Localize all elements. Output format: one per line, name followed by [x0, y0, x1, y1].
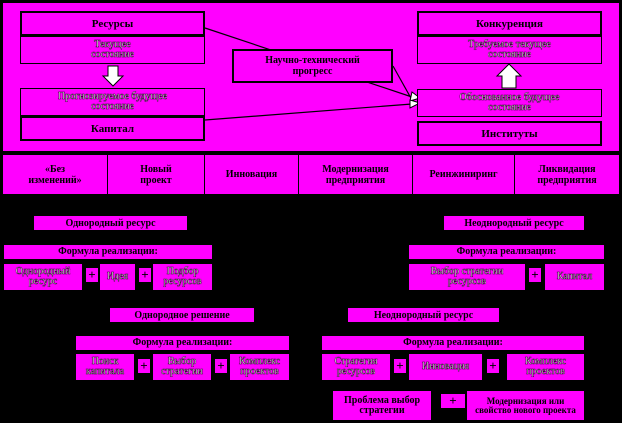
- required-state-box: Требуемое текущее состояние: [417, 36, 602, 64]
- plus-icon: +: [137, 358, 151, 374]
- right2-item-modernization: Модернизация или свойство нового проекта: [466, 390, 585, 421]
- right2-item-strategy-problem: Проблема выбор стратегии: [332, 390, 432, 421]
- plus-icon: +: [138, 267, 152, 283]
- right2-item-resource-strategy: Стратегия ресурсов: [321, 353, 391, 381]
- capital-box: Капитал: [20, 116, 205, 141]
- progress-box: Научно-технический прогресс: [232, 49, 393, 83]
- justified-state-box: Обоснованное будущее состояние: [417, 89, 602, 117]
- plus-icon: +: [440, 393, 466, 409]
- connector-arrows: [101, 27, 523, 121]
- strip-no-change: «Без изменений»: [2, 154, 108, 195]
- left2-item-capital-search: Поиск капитала: [75, 353, 135, 381]
- strip-liquidation: Ликвидация предприятия: [514, 154, 620, 195]
- strip-new-project: Новый проект: [107, 154, 205, 195]
- resources-box: Ресурсы: [20, 11, 205, 36]
- strip-innovation: Инновация: [204, 154, 299, 195]
- left2-item-project-complex: Комплекс проектов: [229, 353, 290, 381]
- institutions-box: Институты: [417, 121, 602, 146]
- left1-item-resource-selection: Подбор ресурсов: [152, 263, 213, 291]
- plus-icon: +: [486, 358, 500, 374]
- plus-icon: +: [393, 358, 407, 374]
- right1-formula-header: Формула реализации:: [408, 244, 605, 260]
- plus-icon: +: [85, 267, 99, 283]
- right1-item-capital: Капитал: [544, 263, 605, 291]
- left1-item-idea: Идея: [99, 263, 136, 291]
- left1-item-homogeneous-resource: Однородный ресурс: [3, 263, 83, 291]
- forecast-state-box: Прогнозируемое будущее состояние: [20, 88, 205, 116]
- strip-modernization: Модернизация предприятия: [298, 154, 413, 195]
- right2-item-innovation: Инновация: [408, 353, 483, 381]
- heterogeneous-resource-label: Неоднородный ресурс: [442, 214, 586, 232]
- strip-reengineering: Реинжиниринг: [412, 154, 515, 195]
- right1-item-strategy: Выбор стратегии ресурсов: [408, 263, 526, 291]
- left1-formula-header: Формула реализации:: [3, 244, 213, 260]
- homogeneous-solution-label: Однородное решение: [108, 306, 256, 324]
- left2-formula-header: Формула реализации:: [75, 335, 290, 351]
- plus-icon: +: [528, 267, 542, 283]
- right2-item-project-complex: Комплекс проектов: [506, 353, 585, 381]
- homogeneous-resource-label: Однородный ресурс: [32, 214, 189, 232]
- current-state-box: Текущее состояние: [20, 36, 205, 64]
- competition-box: Конкуренция: [417, 11, 602, 36]
- right2-formula-header: Формула реализации:: [321, 335, 585, 351]
- plus-icon: +: [214, 358, 228, 374]
- left2-item-strategy-choice: Выбор стратегии: [152, 353, 212, 381]
- heterogeneous-resource-label-2: Неоднородный ресурс: [346, 306, 501, 324]
